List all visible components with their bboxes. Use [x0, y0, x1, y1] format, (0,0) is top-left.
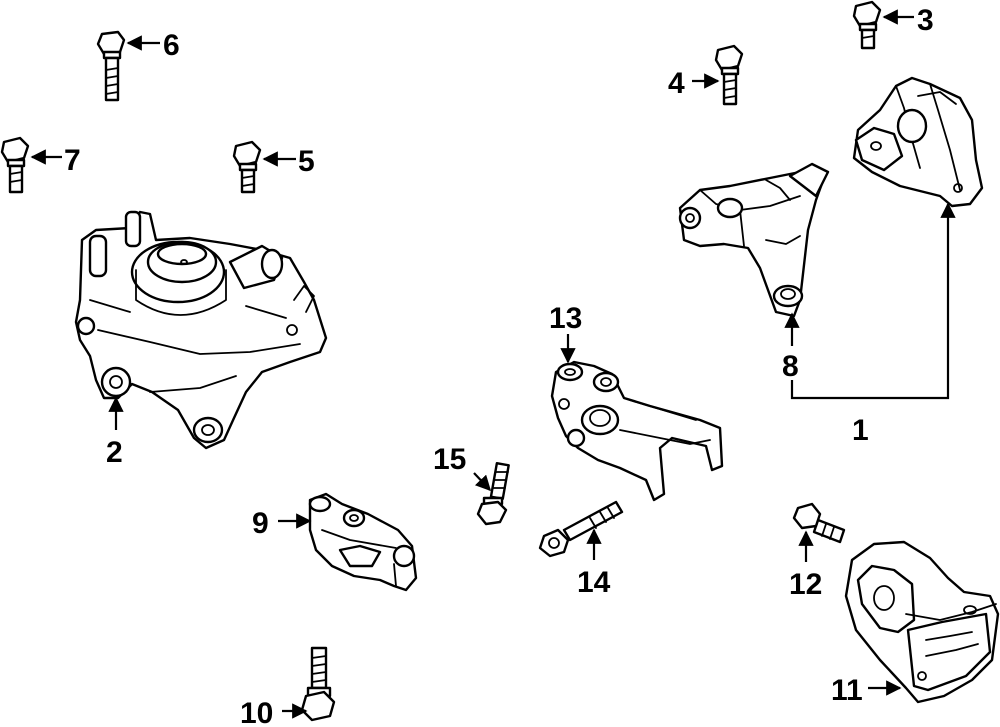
callout-1: 1 — [852, 414, 869, 447]
callout-3: 3 — [917, 4, 934, 37]
bolt-part-4 — [714, 44, 744, 106]
bolt-part-15 — [476, 462, 510, 526]
bolt-part-6 — [96, 30, 126, 102]
bolt-part-10 — [300, 646, 336, 722]
leader-1 — [790, 202, 956, 400]
leader-lines — [30, 9, 956, 719]
engine-mount-part-2 — [74, 210, 328, 450]
bolt-part-3 — [852, 0, 882, 50]
bracket-part-8 — [678, 162, 830, 318]
callout-13: 13 — [549, 302, 582, 335]
mount-part-11 — [844, 540, 1000, 704]
bracket-part-9 — [308, 492, 418, 592]
bolt-part-12 — [792, 502, 846, 544]
callout-14: 14 — [577, 566, 611, 599]
callout-7: 7 — [64, 144, 81, 177]
bolt-part-5 — [232, 140, 262, 194]
callout-15: 15 — [433, 443, 466, 476]
bolt-part-14 — [538, 500, 624, 558]
callout-2: 2 — [106, 436, 123, 469]
callout-5: 5 — [298, 145, 315, 178]
callout-10: 10 — [240, 697, 273, 727]
mount-part-1 — [852, 76, 984, 208]
callout-4: 4 — [668, 67, 685, 100]
callout-9: 9 — [252, 507, 269, 540]
callout-12: 12 — [789, 568, 822, 601]
arm-bracket-part-13 — [550, 360, 724, 502]
callout-labels: 6 7 5 4 3 2 8 1 13 9 15 14 12 10 11 — [64, 4, 934, 727]
callout-11: 11 — [831, 674, 863, 707]
callout-6: 6 — [163, 29, 180, 62]
bolt-part-7 — [0, 136, 30, 194]
leader-15 — [473, 472, 492, 492]
callout-8: 8 — [782, 350, 799, 383]
